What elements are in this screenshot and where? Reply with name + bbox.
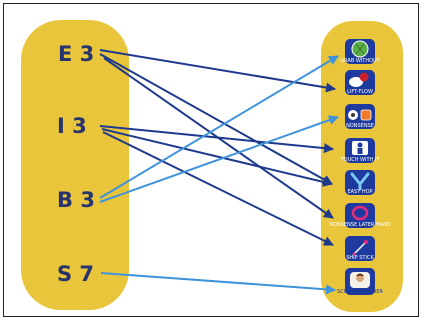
- arrow-s-to-7: [100, 272, 336, 295]
- target-caption-1: LIFT-FLOW: [347, 89, 373, 95]
- target-tile-5: NONSENSE LATER HAND: [329, 203, 391, 228]
- cactus-icon: [351, 40, 369, 58]
- target-icons: GRAB WITHOUT LIFT-FLOW NONSENSE: [329, 39, 391, 295]
- wand-icon: [352, 240, 368, 256]
- loop-icon: [351, 205, 369, 221]
- arrow-i-to-3: [99, 125, 334, 154]
- target-tile-0: GRAB WITHOUT: [340, 39, 381, 64]
- source-label-e: E 3: [58, 42, 94, 66]
- connections: [99, 49, 339, 295]
- target-caption-7: SCIENTIST FINDER: [337, 289, 383, 295]
- source-label-s: S 7: [57, 262, 94, 286]
- tools-icon: [350, 172, 370, 191]
- person-icon: [352, 141, 368, 155]
- target-caption-2: NONSENSE: [346, 123, 374, 129]
- target-caption-3: TOUCH WITH IT: [340, 157, 381, 163]
- right-panel: [321, 21, 403, 312]
- target-tile-2: NONSENSE: [345, 104, 375, 129]
- target-tile-4: EASY HOP: [345, 170, 375, 195]
- target-tile-1: LIFT-FLOW: [345, 70, 375, 95]
- flask-cap-icon: [349, 72, 369, 87]
- arrow-i-to-6: [102, 131, 334, 246]
- arrow-b-to-0: [99, 55, 339, 199]
- source-labels: E 3 I 3 B 3 S 7: [57, 42, 95, 286]
- source-label-i: I 3: [57, 114, 87, 138]
- arrow-b-to-2: [99, 115, 339, 203]
- target-caption-5: NONSENSE LATER HAND: [329, 222, 391, 228]
- target-tile-3: TOUCH WITH IT: [340, 138, 381, 163]
- robot-face-icon: [348, 109, 372, 121]
- target-caption-4: EASY HOP: [347, 189, 372, 195]
- arrow-i-to-4: [101, 128, 333, 187]
- target-caption-6: SHIP STICK: [346, 255, 374, 261]
- scientist-icon: [350, 272, 370, 288]
- target-caption-0: GRAB WITHOUT: [340, 58, 380, 64]
- source-label-b: B 3: [57, 188, 95, 212]
- target-tile-6: SHIP STICK: [345, 236, 375, 261]
- left-panel: [21, 20, 129, 310]
- arrow-e-to-1: [99, 49, 336, 93]
- target-tile-7: SCIENTIST FINDER: [337, 268, 384, 295]
- arrow-e-to-4: [99, 53, 333, 185]
